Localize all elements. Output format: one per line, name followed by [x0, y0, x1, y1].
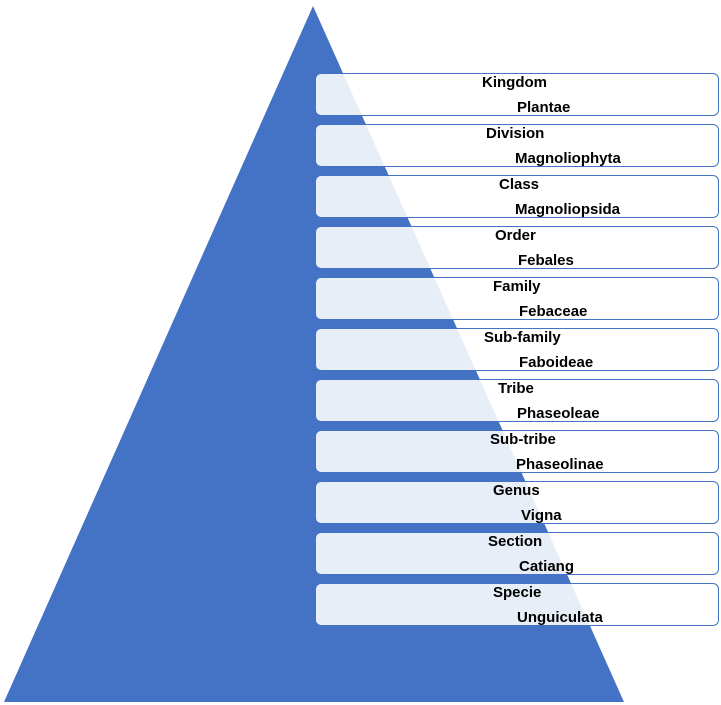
- rank-label: Sub-family: [484, 329, 561, 346]
- taxon-label: Catiang: [519, 558, 575, 575]
- taxon-label: Magnoliophyta: [515, 150, 621, 167]
- level-box-division: Division Magnoliophyta: [315, 124, 719, 167]
- level-box-sub-tribe: Sub-tribe Phaseolinae: [315, 430, 719, 473]
- taxon-label: Febaceae: [519, 303, 588, 320]
- taxon-label: Unguiculata: [517, 609, 603, 626]
- level-box-family: Family Febaceae: [315, 277, 719, 320]
- rank-label: Genus: [493, 482, 540, 499]
- level-box-specie: Specie Unguiculata: [315, 583, 719, 626]
- taxon-label: Phaseolinae: [516, 456, 604, 473]
- pyramid-triangle: [4, 6, 624, 702]
- level-box-class: Class Magnoliopsida: [315, 175, 719, 218]
- rank-label: Specie: [493, 584, 542, 601]
- rank-label: Kingdom: [482, 74, 547, 91]
- rank-label: Family: [493, 278, 541, 295]
- rank-label: Sub-tribe: [490, 431, 556, 448]
- level-box-genus: Genus Vigna: [315, 481, 719, 524]
- taxon-label: Febales: [518, 252, 574, 269]
- rank-label: Section: [488, 533, 543, 550]
- taxon-label: Phaseoleae: [517, 405, 600, 422]
- rank-label: Order: [495, 227, 536, 244]
- taxon-label: Vigna: [521, 507, 562, 524]
- level-box-tribe: Tribe Phaseoleae: [315, 379, 719, 422]
- rank-label: Class: [499, 176, 540, 193]
- taxon-label: Plantae: [517, 99, 571, 116]
- taxon-label: Faboideae: [519, 354, 594, 371]
- taxon-label: Magnoliopsida: [515, 201, 620, 218]
- level-box-sub-family: Sub-family Faboideae: [315, 328, 719, 371]
- level-box-kingdom: Kingdom Plantae: [315, 73, 719, 116]
- level-box-order: Order Febales: [315, 226, 719, 269]
- level-box-section: Section Catiang: [315, 532, 719, 575]
- rank-label: Division: [486, 125, 545, 142]
- rank-label: Tribe: [498, 380, 534, 397]
